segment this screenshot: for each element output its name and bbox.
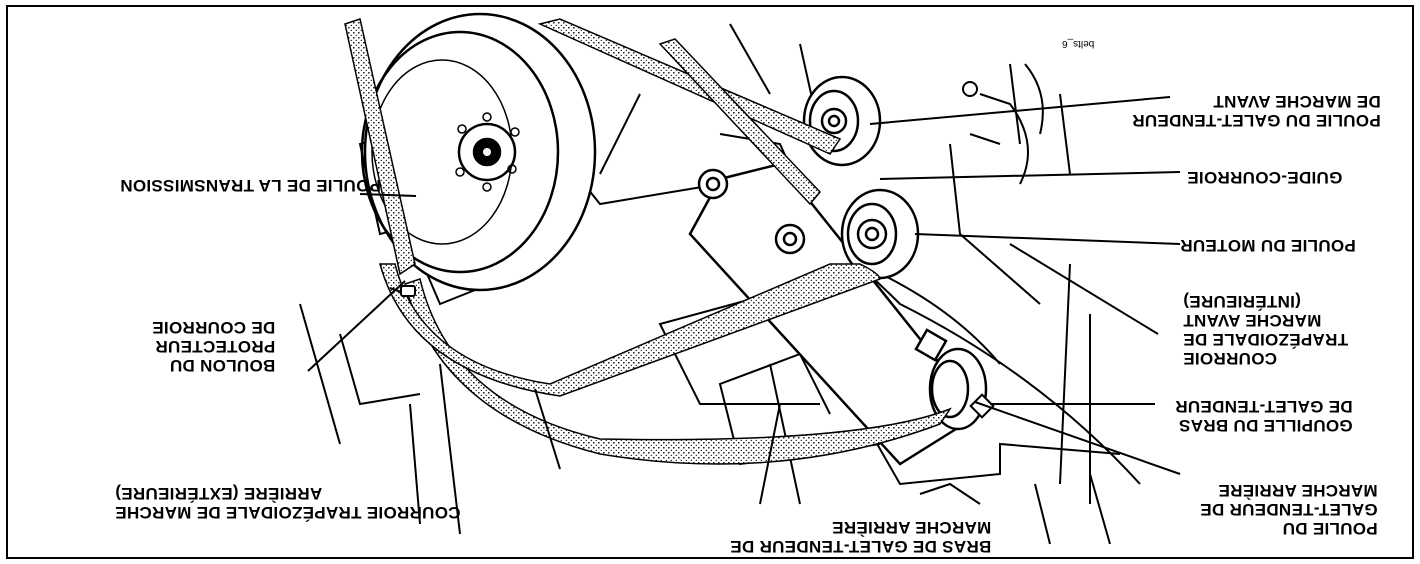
reverse-belt	[404, 278, 952, 465]
label-belt-protector-bolt: BOULON DU PROTECTEUR DE COURROIE	[152, 318, 276, 375]
label-reverse-idler-pulley: POULIE DU GALET-TENDEUR DE MARCHE ARRIÈR…	[1200, 481, 1378, 538]
belt-top-run	[344, 18, 416, 276]
leader-engine-pulley	[914, 233, 1181, 245]
transmission-pulley-rim	[360, 12, 597, 292]
reverse-idler-arm	[688, 162, 982, 466]
leader-forward-idler	[869, 96, 1171, 125]
leader-protector-bolt	[307, 280, 406, 372]
leader-lines	[205, 96, 1181, 505]
label-transmission-pulley: POULIE DE LA TRANSMISSION	[120, 176, 381, 195]
forward-belt	[379, 263, 881, 397]
leader-reverse-arm	[759, 403, 781, 505]
leader-transmission-pulley	[359, 193, 417, 197]
figure-id: belts_6	[1062, 38, 1095, 49]
belt-bottom-run	[537, 18, 842, 155]
label-idler-arm-pin: GOUPILLE DU BRAS DE GALET-TENDEUR	[1175, 397, 1353, 435]
belt-guide	[962, 63, 1044, 185]
leader-belt-guide	[879, 171, 1181, 180]
label-belt-guide: GUIDE-COURROIE	[1187, 168, 1343, 187]
label-reverse-vbelt: COURROIE TRAPÉZOIDALE DE MARCHE ARRIÈRE …	[115, 484, 461, 522]
reverse-idler-pulley	[928, 347, 988, 431]
belt-inner-run	[658, 38, 822, 206]
leader-reverse-belt	[534, 388, 561, 470]
idler-arm-pin	[969, 393, 995, 419]
label-engine-pulley: POULIE DU MOTEUR	[1180, 236, 1356, 255]
belts	[344, 18, 952, 465]
leader-reverse-pulley	[974, 401, 1181, 475]
forward-idler-pulley	[802, 75, 882, 167]
label-reverse-idler-arm: BRAS DE GALET-TENDEUR DE MARCHE ARRIÈRE	[730, 518, 992, 556]
leader-dummy	[205, 134, 290, 138]
border-frame	[6, 5, 1414, 559]
label-forward-vbelt: COURROIE TRAPÉZOIDALE DE MARCHE AVANT (I…	[1183, 292, 1349, 368]
leader-forward-belt	[1009, 243, 1159, 335]
label-forward-idler-pulley: POULIE DU GALET-TENDEUR DE MARCHE AVANT	[1132, 92, 1381, 130]
